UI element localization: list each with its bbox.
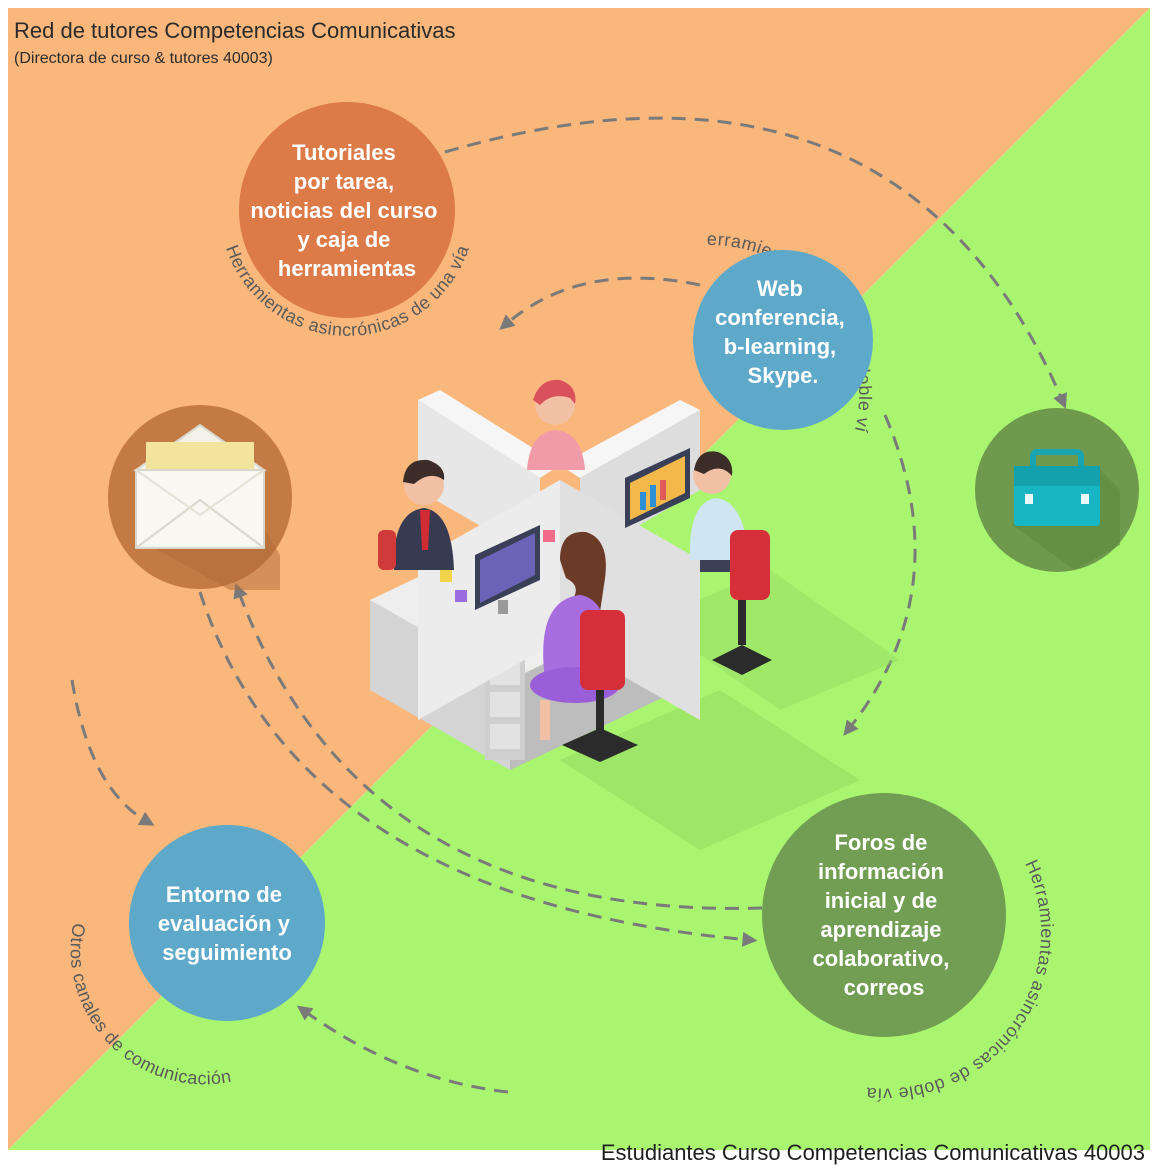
node-tutoriales: Tutoriales por tarea, noticias del curso… — [239, 102, 455, 318]
node-web-circle — [693, 250, 873, 430]
arrow-web-to-foros — [843, 414, 917, 736]
footer-label: Estudiantes Curso Competencias Comunicat… — [601, 1140, 1145, 1165]
arrow-otros-to-entorno — [70, 679, 155, 826]
arrow-mail-to-foros — [198, 591, 758, 947]
node-tutoriales-label: Tutoriales por tarea, noticias del curso… — [250, 140, 443, 281]
arrow-students-to-entorno — [296, 1005, 509, 1094]
arrow-tutoriales-to-toolbox — [444, 116, 1067, 409]
node-entorno: Entorno de evaluación y seguimiento — [129, 825, 325, 1021]
envelope-icon — [108, 405, 292, 590]
page-title: Red de tutores Competencias Comunicativa… — [14, 18, 455, 43]
arrow-web-to-tutoriales — [499, 276, 701, 330]
node-entorno-circle — [129, 825, 325, 1021]
toolbox-icon — [975, 408, 1139, 572]
node-foros-circle — [762, 793, 1006, 1037]
page-subtitle: (Directora de curso & tutores 40003) — [14, 50, 273, 67]
node-tutoriales-circle — [239, 102, 455, 318]
node-web-label: Web conferencia, b-learning, Skype. — [715, 276, 851, 388]
node-web: Web conferencia, b-learning, Skype. — [693, 250, 873, 430]
node-foros: Foros de información inicial y de aprend… — [762, 793, 1006, 1037]
office-workers-illustration — [370, 379, 900, 850]
node-foros-label: Foros de información inicial y de aprend… — [812, 830, 955, 1000]
node-entorno-label: Entorno de evaluación y seguimiento — [158, 882, 296, 965]
